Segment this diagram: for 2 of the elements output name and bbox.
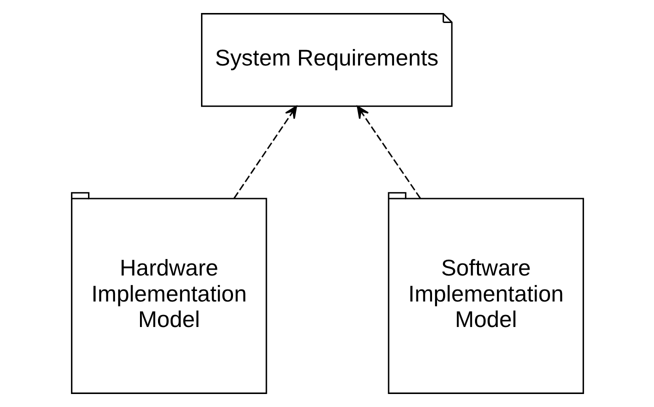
arrow bbox=[356, 106, 420, 199]
arrow bbox=[233, 106, 297, 199]
